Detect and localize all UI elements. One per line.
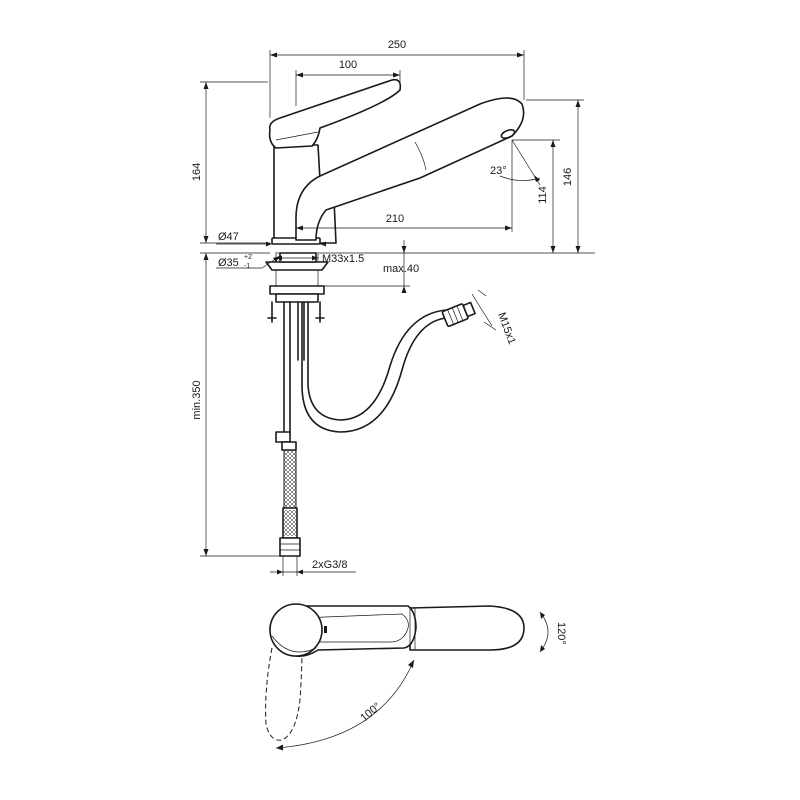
spout-swivel-position: [265, 647, 303, 741]
dim-connection: 2xG3/8: [270, 556, 356, 576]
handle-disc-arc: [271, 635, 317, 653]
mounting-hardware: [265, 252, 329, 323]
lever-seam: [275, 131, 319, 141]
spout: [295, 97, 525, 241]
spout-top: [409, 605, 525, 651]
dim-base-diameter: Ø47: [216, 231, 326, 247]
pullout-hose-inner: [307, 301, 447, 421]
dim-lever-length-label: 100: [339, 59, 357, 71]
dim-spout-swivel-label: 100°: [358, 700, 383, 724]
dim-deck-thickness: max.40: [324, 240, 419, 293]
dim-spray-angle-label: 23°: [490, 165, 507, 177]
dim-hole-tol-plus: +2: [244, 254, 252, 261]
dim-outlet-height-label: 114: [537, 186, 549, 204]
side-view: 250 100 164 146: [191, 39, 595, 576]
lever-top-inner: [299, 613, 409, 643]
dim-min-depth: min.350: [191, 252, 282, 557]
dim-min-depth-label: min.350: [191, 380, 203, 419]
dim-height-total: 164: [191, 81, 270, 244]
dim-spout-reach-label: 210: [386, 213, 404, 225]
dim-spout-height: 146: [526, 99, 584, 253]
dim-lever-rotation-label: 120°: [555, 622, 567, 645]
dim-lever-rotation: 120°: [539, 611, 567, 653]
pullout-hose: [301, 301, 447, 433]
hose-end-fitting: [441, 301, 476, 328]
dim-spout-height-label: 146: [562, 168, 574, 186]
dim-base-diameter-label: Ø47: [218, 231, 239, 243]
dim-outlet-height: 114: [512, 139, 560, 253]
lever-handle: [268, 78, 402, 149]
dim-mount-thread: M33x1.5: [275, 253, 364, 265]
dim-hole-diameter-label: Ø35: [218, 257, 239, 269]
dim-spray-angle: 23°: [490, 139, 541, 186]
flexible-supply-hose: [275, 431, 301, 557]
dim-width-total: 250: [269, 39, 525, 118]
dim-hole-diameter: Ø35 +2 -1: [216, 254, 281, 270]
dim-connection-label: 2xG3/8: [312, 559, 347, 571]
dim-spout-swivel: 100°: [275, 659, 415, 751]
spout-seam: [414, 141, 427, 171]
dim-deck-thickness-label: max.40: [383, 263, 419, 275]
dim-width-total-label: 250: [388, 39, 406, 51]
dim-hole-tol-minus: -1: [244, 263, 250, 270]
dim-hose-thread-label: M15x1: [495, 311, 518, 346]
top-view: 120° 100°: [265, 603, 567, 751]
spray-nozzle: [500, 129, 516, 139]
handle-disc: [269, 603, 323, 657]
dim-height-total-label: 164: [191, 163, 203, 181]
dim-mount-thread-label: M33x1.5: [322, 253, 364, 265]
dim-hose-thread: M15x1: [471, 289, 518, 346]
dim-lever-length: 100: [295, 59, 401, 106]
lever-indicator-mark: [324, 626, 327, 633]
dim-spout-reach: 210: [296, 140, 513, 232]
